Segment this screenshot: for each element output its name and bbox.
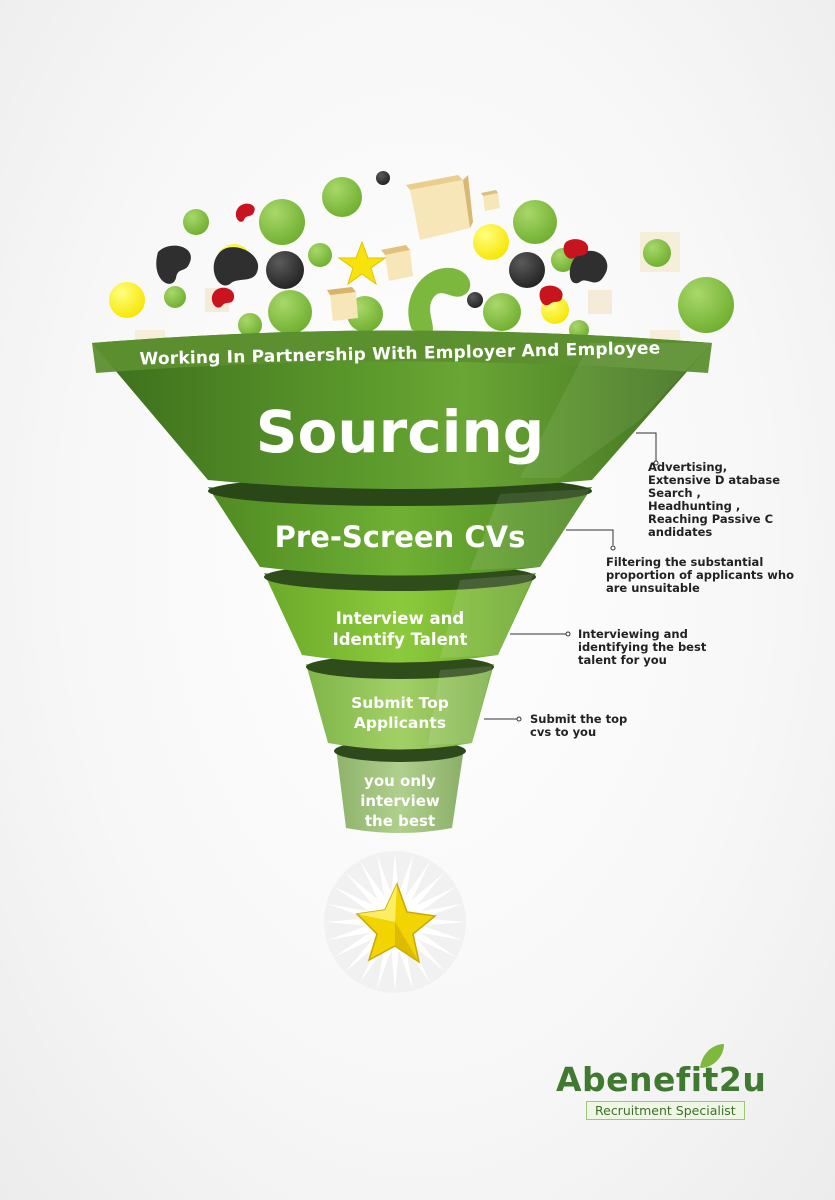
stage-submit-line: Submit Top bbox=[351, 694, 449, 712]
starburst bbox=[324, 851, 466, 993]
annotation-line: Extensive D atabase Search , bbox=[648, 473, 781, 500]
leaf-icon bbox=[700, 1044, 724, 1068]
annotation-line: Advertising, bbox=[648, 460, 728, 474]
stage-best-line: the best bbox=[364, 812, 436, 830]
annotation-line: proportion of applicants who bbox=[606, 568, 794, 582]
stage-submit-line: Applicants bbox=[353, 714, 447, 732]
stage-interview-title: Interview and Identify Talent bbox=[300, 608, 500, 650]
annotation-line: cvs to you bbox=[530, 725, 597, 739]
stage-submit-title: Submit Top Applicants bbox=[315, 693, 485, 733]
stage-interview-line: Identify Talent bbox=[332, 630, 468, 649]
falling-objects bbox=[109, 171, 734, 340]
annotation-line: talent for you bbox=[578, 653, 667, 667]
stage-sourcing-title: Sourcing bbox=[255, 398, 545, 466]
stage-best-line: interview bbox=[360, 792, 440, 810]
company-logo: Abenefit2u Recruitment Specialist bbox=[556, 1060, 776, 1120]
annotation-connectors bbox=[484, 432, 659, 722]
annotation-line: identifying the best bbox=[578, 640, 707, 654]
stage-best-title: you only interview the best bbox=[330, 771, 470, 831]
funnel bbox=[92, 330, 712, 833]
annotation-line: Reaching Passive C andidates bbox=[648, 512, 774, 539]
annotation-line: are unsuitable bbox=[606, 581, 700, 595]
logo-name: Abenefit2u bbox=[556, 1060, 767, 1099]
annotation-line: Filtering the substantial bbox=[606, 555, 764, 569]
annotation-line: Interviewing and bbox=[578, 627, 688, 641]
stage-prescreen-title: Pre-Screen CVs bbox=[274, 520, 526, 554]
annotation-sourcing: Advertising, Extensive D atabase Search … bbox=[648, 461, 828, 539]
annotation-submit: Submit the top cvs to you bbox=[530, 713, 680, 739]
annotation-line: Headhunting , bbox=[648, 499, 741, 513]
annotation-prescreen: Filtering the substantial proportion of … bbox=[606, 556, 796, 595]
annotation-line: Submit the top bbox=[530, 712, 628, 726]
stage-interview-line: Interview and bbox=[335, 609, 465, 628]
annotation-interview: Interviewing and identifying the best ta… bbox=[578, 628, 728, 667]
stage-best-line: you only bbox=[364, 772, 436, 790]
logo-tagline: Recruitment Specialist bbox=[586, 1101, 745, 1120]
